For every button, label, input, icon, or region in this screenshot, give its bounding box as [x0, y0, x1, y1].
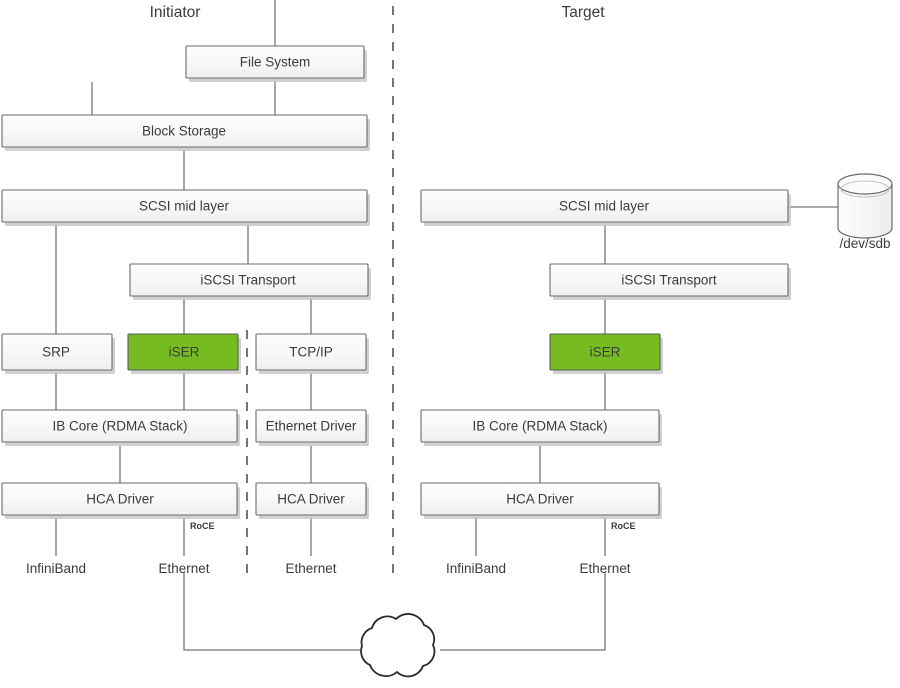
label-infiniband-initiator: InfiniBand [26, 561, 86, 576]
connector-initiator-ethernet-to-cloud [183, 572, 360, 651]
box-file-system-label: File System [240, 55, 311, 70]
box-hca-driver-target[interactable]: HCA Driver [420, 482, 662, 519]
box-scsi-mid-layer-target-label: SCSI mid layer [559, 199, 650, 214]
label-device-sdb: /dev/sdb [839, 236, 890, 251]
device-cylinder-icon [837, 173, 893, 239]
box-ethernet-driver-label: Ethernet Driver [266, 419, 357, 434]
box-iscsi-transport-target[interactable]: iSCSI Transport [549, 263, 791, 300]
box-hca-driver-initiator-eth[interactable]: HCA Driver [255, 482, 369, 519]
box-tcp-ip[interactable]: TCP/IP [255, 333, 369, 374]
title-target: Target [561, 4, 605, 21]
box-file-system[interactable]: File System [185, 45, 367, 82]
connector-lines [55, 0, 838, 651]
box-ib-core-target-label: IB Core (RDMA Stack) [472, 419, 607, 434]
label-ethernet-target: Ethernet [579, 561, 630, 576]
network-cloud-icon [360, 613, 436, 678]
box-iscsi-transport-target-label: iSCSI Transport [621, 273, 717, 288]
box-iser-target-label: iSER [590, 345, 621, 360]
label-roce-target: RoCE [611, 521, 636, 531]
box-srp-label: SRP [42, 345, 70, 360]
box-ib-core-initiator-label: IB Core (RDMA Stack) [52, 419, 187, 434]
box-iscsi-transport-initiator-label: iSCSI Transport [200, 273, 296, 288]
box-hca-driver-initiator-ib[interactable]: HCA Driver [1, 482, 240, 519]
box-iser-initiator[interactable]: iSER [127, 333, 241, 374]
box-hca-driver-target-label: HCA Driver [506, 492, 574, 507]
box-block-storage[interactable]: Block Storage [1, 114, 370, 151]
box-tcp-ip-label: TCP/IP [289, 345, 333, 360]
box-block-storage-label: Block Storage [142, 124, 226, 139]
label-ethernet-initiator-tcp: Ethernet [285, 561, 336, 576]
box-scsi-mid-layer-target[interactable]: SCSI mid layer [420, 189, 791, 226]
box-iser-target[interactable]: iSER [549, 333, 663, 374]
box-hca-driver-initiator-eth-label: HCA Driver [277, 492, 345, 507]
label-ethernet-initiator-roce: Ethernet [158, 561, 209, 576]
box-iscsi-transport-initiator[interactable]: iSCSI Transport [129, 263, 371, 300]
connector-target-ethernet-to-cloud [440, 572, 606, 651]
box-hca-driver-initiator-ib-label: HCA Driver [86, 492, 154, 507]
box-iser-initiator-label: iSER [169, 345, 200, 360]
label-roce-initiator: RoCE [190, 521, 215, 531]
box-scsi-mid-layer-initiator[interactable]: SCSI mid layer [1, 189, 370, 226]
label-infiniband-target: InfiniBand [446, 561, 506, 576]
title-initiator: Initiator [150, 4, 201, 21]
box-ib-core-initiator[interactable]: IB Core (RDMA Stack) [1, 409, 240, 446]
box-ethernet-driver[interactable]: Ethernet Driver [255, 409, 369, 446]
box-scsi-mid-layer-initiator-label: SCSI mid layer [139, 199, 230, 214]
box-ib-core-target[interactable]: IB Core (RDMA Stack) [420, 409, 662, 446]
box-srp[interactable]: SRP [1, 333, 115, 374]
